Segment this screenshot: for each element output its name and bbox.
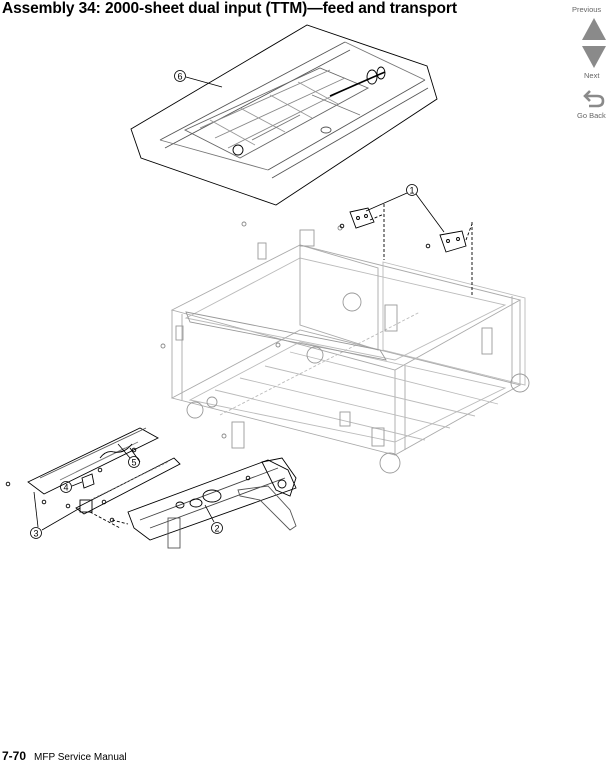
page-footer: 7-70 MFP Service Manual xyxy=(2,749,127,763)
callout-labels: 6 1 5 4 3 2 xyxy=(33,72,414,539)
go-back-label: Go Back xyxy=(577,111,606,120)
callout-2: 2 xyxy=(214,524,219,534)
item-1-brackets xyxy=(339,204,473,296)
callout-6: 6 xyxy=(177,72,182,82)
callout-5: 5 xyxy=(131,458,136,468)
lower-assemblies xyxy=(5,427,297,549)
callout-4: 4 xyxy=(63,483,68,493)
page-title: Assembly 34: 2000-sheet dual input (TTM)… xyxy=(2,0,457,17)
go-back-icon[interactable] xyxy=(583,88,605,108)
callout-1: 1 xyxy=(409,186,414,196)
previous-arrow-icon[interactable] xyxy=(581,17,607,41)
next-arrow-icon[interactable] xyxy=(581,45,607,69)
inset-panel xyxy=(130,24,438,206)
page-number: 7-70 xyxy=(2,749,27,763)
next-label: Next xyxy=(584,71,600,80)
previous-label: Previous xyxy=(572,5,602,14)
callouts xyxy=(30,70,445,539)
manual-name: MFP Service Manual xyxy=(34,752,127,763)
callout-3: 3 xyxy=(33,529,38,539)
cabinet-frame xyxy=(160,221,530,474)
